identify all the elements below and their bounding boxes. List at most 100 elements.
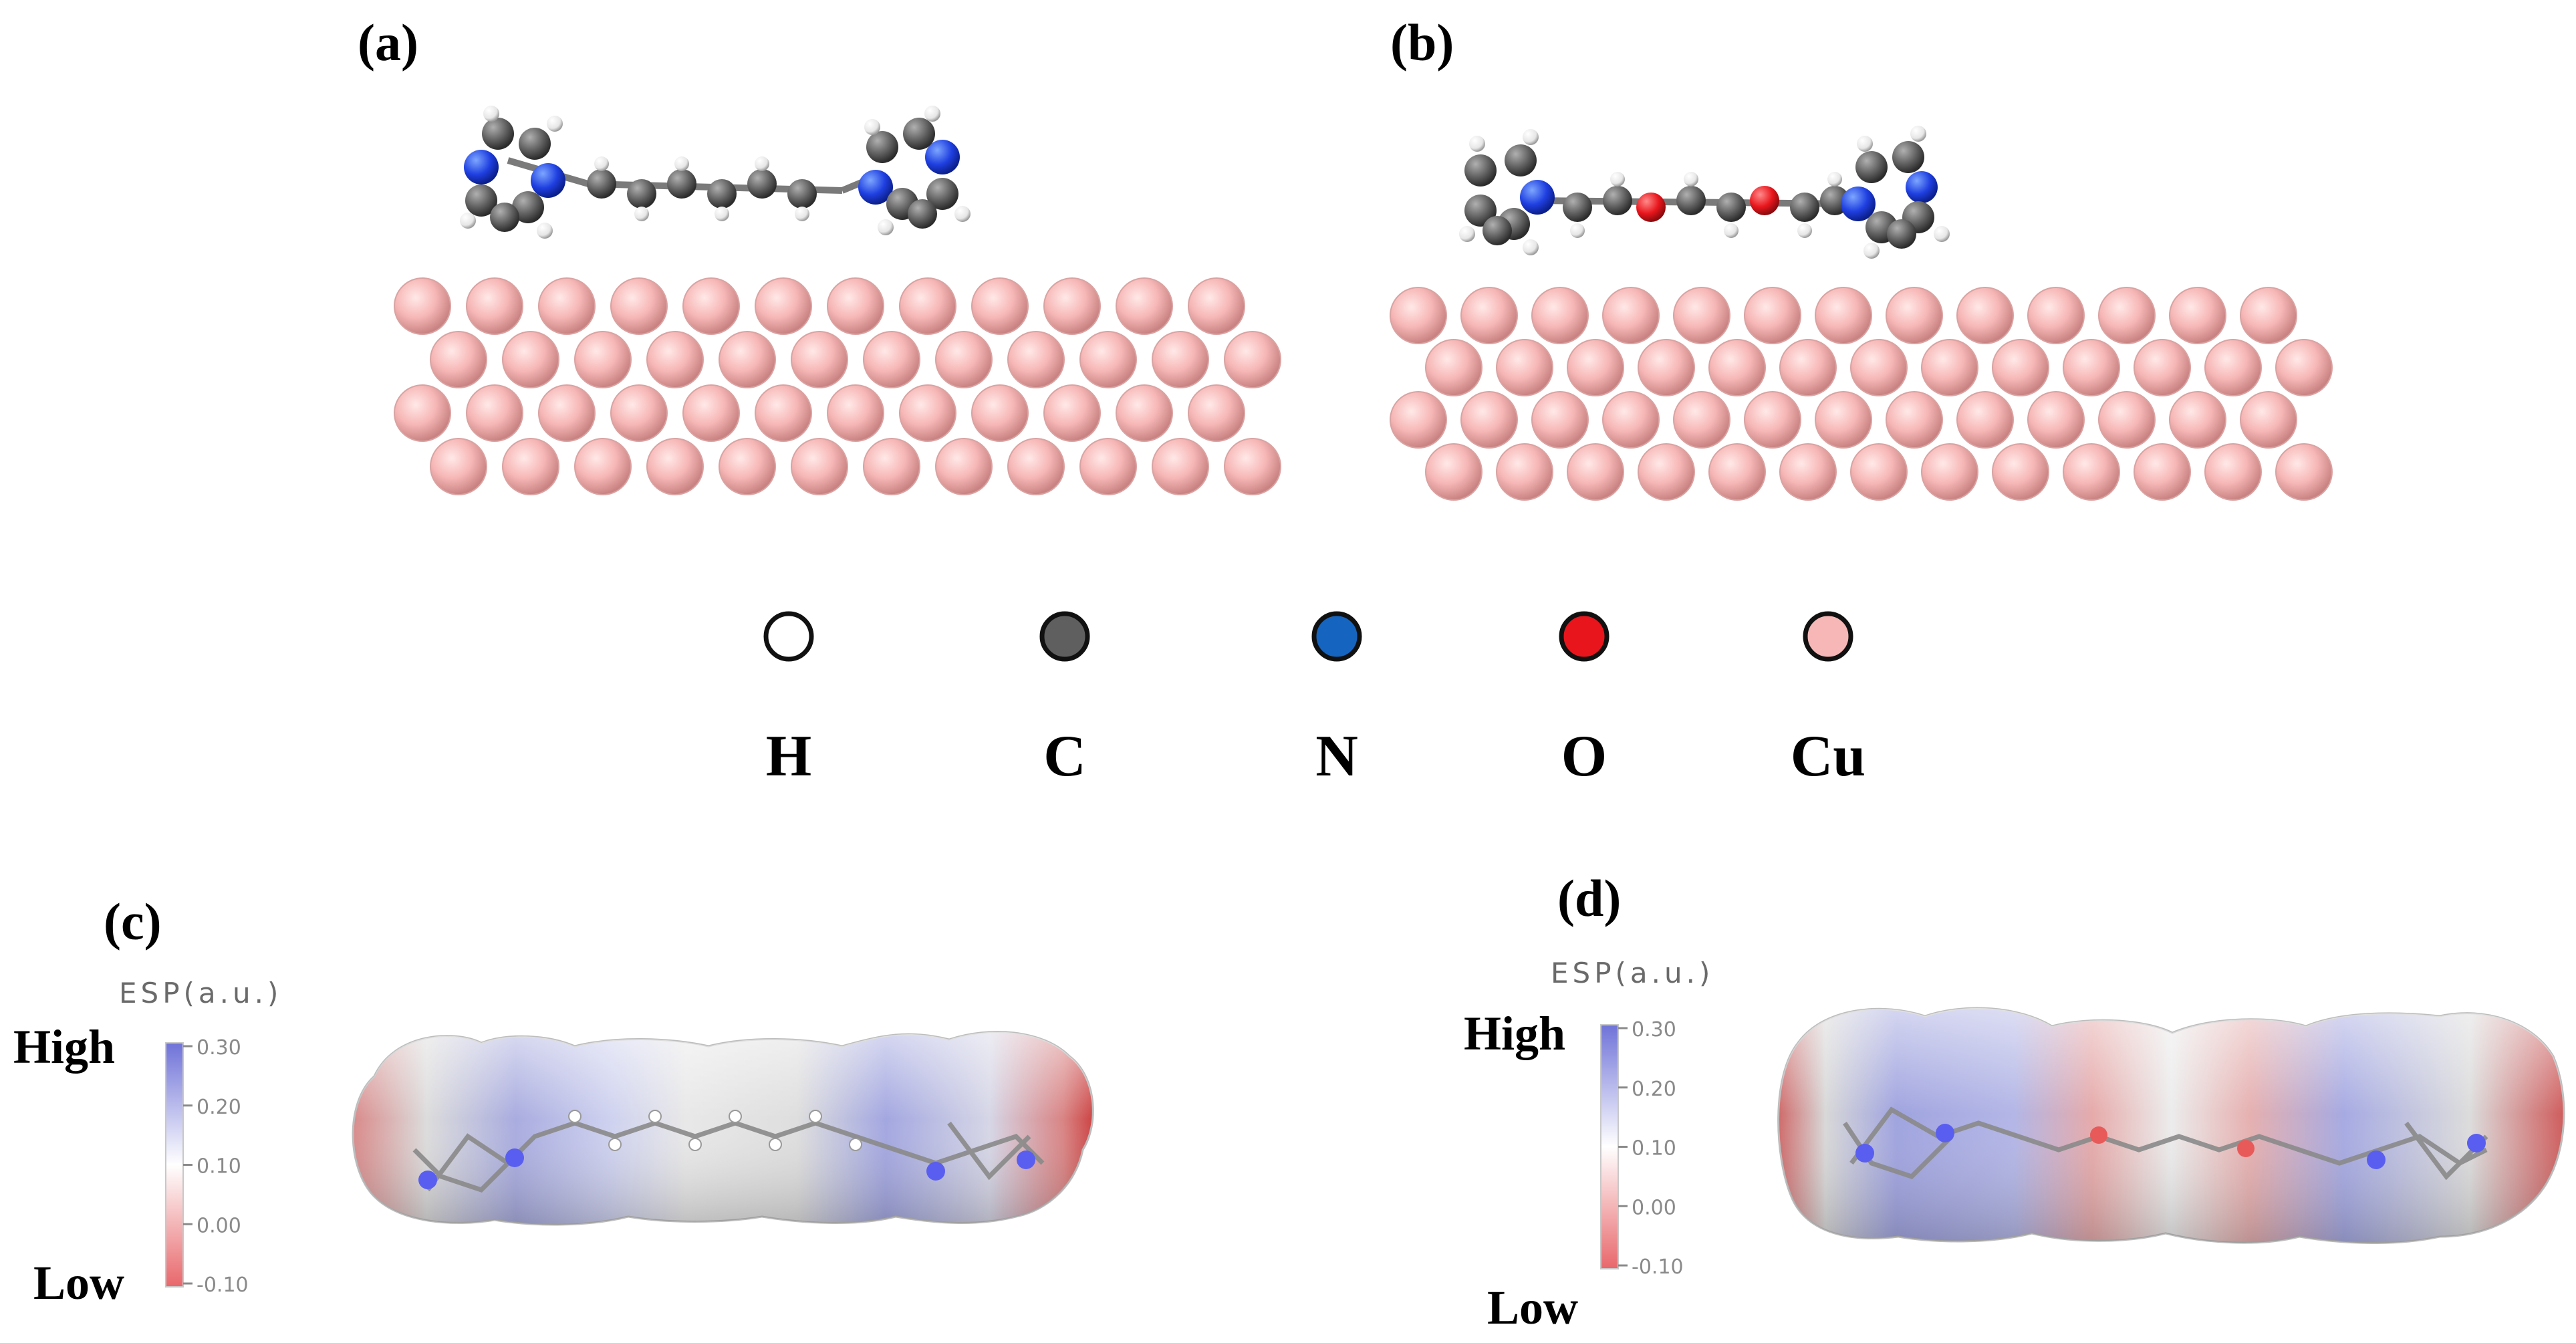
- legend-label-n: N: [1315, 724, 1358, 789]
- cu-atom: [1567, 443, 1624, 501]
- esp-high-label-d: High: [1464, 1007, 1565, 1060]
- cu-atom: [1531, 287, 1589, 344]
- cu-atom: [1602, 287, 1660, 344]
- legend-swatch-n: [1311, 611, 1362, 662]
- esp-tick-label: 0.10: [1632, 1137, 1676, 1161]
- cu-atom: [574, 331, 632, 388]
- cu-atom: [1531, 391, 1589, 449]
- cu-atom: [1152, 331, 1209, 388]
- cu-atom: [1850, 339, 1908, 396]
- cu-atom: [1992, 339, 2049, 396]
- molecule-b: [1459, 126, 1950, 259]
- cu-atom: [971, 277, 1029, 335]
- cu-atom: [1152, 438, 1209, 495]
- cu-atom: [899, 384, 956, 442]
- panel-label-c: (c): [104, 892, 162, 951]
- cu-atom: [2240, 391, 2297, 449]
- cu-atom: [538, 277, 596, 335]
- esp-tick-label: 0.30: [1632, 1018, 1676, 1042]
- cu-atom: [394, 277, 451, 335]
- cu-atom: [1116, 277, 1173, 335]
- cu-atom: [1496, 339, 1553, 396]
- cu-atom: [538, 384, 596, 442]
- cu-atom: [1744, 391, 1801, 449]
- legend-label-cu: Cu: [1791, 724, 1866, 789]
- cu-atom: [1956, 391, 2014, 449]
- cu-atom: [1673, 391, 1730, 449]
- legend-swatch-h: [763, 611, 814, 662]
- panel-label-a: (a): [358, 13, 418, 72]
- cu-atom: [827, 384, 884, 442]
- cu-atom: [466, 384, 523, 442]
- cu-atom: [1779, 339, 1837, 396]
- cu-atom: [394, 384, 451, 442]
- cu-atom: [2204, 443, 2262, 501]
- cu-atom: [1992, 443, 2049, 501]
- cu-atom: [1460, 287, 1518, 344]
- cu-atom: [2275, 443, 2333, 501]
- cu-atom: [2027, 287, 2085, 344]
- cu-atom: [1188, 384, 1245, 442]
- cu-atom: [1638, 443, 1695, 501]
- cu-atom: [1043, 384, 1101, 442]
- cu-atom: [1079, 438, 1137, 495]
- esp-high-label-c: High: [13, 1020, 115, 1074]
- cu-atom: [682, 384, 740, 442]
- cu-atom: [1390, 287, 1447, 344]
- cu-atom: [466, 277, 523, 335]
- esp-tick-label: 0.10: [197, 1155, 241, 1179]
- esp-tick-label: 0.20: [1632, 1078, 1676, 1101]
- cu-atom: [2098, 391, 2156, 449]
- cu-atom: [899, 277, 956, 335]
- cu-atom: [2134, 339, 2191, 396]
- cu-atom: [502, 331, 559, 388]
- cu-atom: [1425, 443, 1483, 501]
- esp-colorbar-d: [1600, 1024, 1619, 1269]
- legend-swatch-o: [1559, 611, 1609, 662]
- cu-atom: [791, 331, 848, 388]
- cu-atom: [646, 438, 704, 495]
- cu-atom: [935, 331, 993, 388]
- legend-swatch-cu: [1803, 611, 1853, 662]
- cu-atom: [1815, 287, 1872, 344]
- copper-slab-a: [394, 277, 1281, 495]
- legend-label-h: H: [766, 724, 811, 789]
- cu-atom: [502, 438, 559, 495]
- cu-atom: [2063, 443, 2120, 501]
- cu-atom: [2027, 391, 2085, 449]
- cu-atom: [1224, 438, 1281, 495]
- cu-atom: [646, 331, 704, 388]
- cu-atom: [2275, 339, 2333, 396]
- cu-atom: [755, 277, 812, 335]
- legend-label-c: C: [1043, 724, 1086, 789]
- cu-atom: [2063, 339, 2120, 396]
- cu-atom: [1850, 443, 1908, 501]
- cu-atom: [682, 277, 740, 335]
- cu-atom: [719, 438, 776, 495]
- cu-atom: [2098, 287, 2156, 344]
- esp-scale-c: ESP(a.u.) High Low 0.300.200.100.00-0.10: [13, 977, 278, 1310]
- cu-atom: [827, 277, 884, 335]
- copper-slab-b: [1390, 287, 2333, 501]
- cu-atom: [430, 438, 487, 495]
- cu-atom: [1886, 391, 1943, 449]
- cu-atom: [1815, 391, 1872, 449]
- cu-atom: [1921, 443, 1978, 501]
- legend-label-o: O: [1561, 724, 1607, 789]
- cu-atom: [863, 438, 920, 495]
- molecule-a: [460, 106, 971, 239]
- atom-legend: H C N O Cu: [763, 611, 1866, 789]
- cu-atom: [2204, 339, 2262, 396]
- esp-scale-title-d: ESP(a.u.): [1551, 957, 1714, 989]
- cu-atom: [1496, 443, 1553, 501]
- cu-atom: [2169, 391, 2226, 449]
- cu-atom: [1602, 391, 1660, 449]
- cu-atom: [1921, 339, 1978, 396]
- legend-swatch-c: [1039, 611, 1090, 662]
- esp-low-label-c: Low: [33, 1256, 124, 1310]
- cu-atom: [1567, 339, 1624, 396]
- cu-atom: [1673, 287, 1730, 344]
- cu-atom: [1638, 339, 1695, 396]
- esp-tick-label: 0.30: [197, 1036, 241, 1060]
